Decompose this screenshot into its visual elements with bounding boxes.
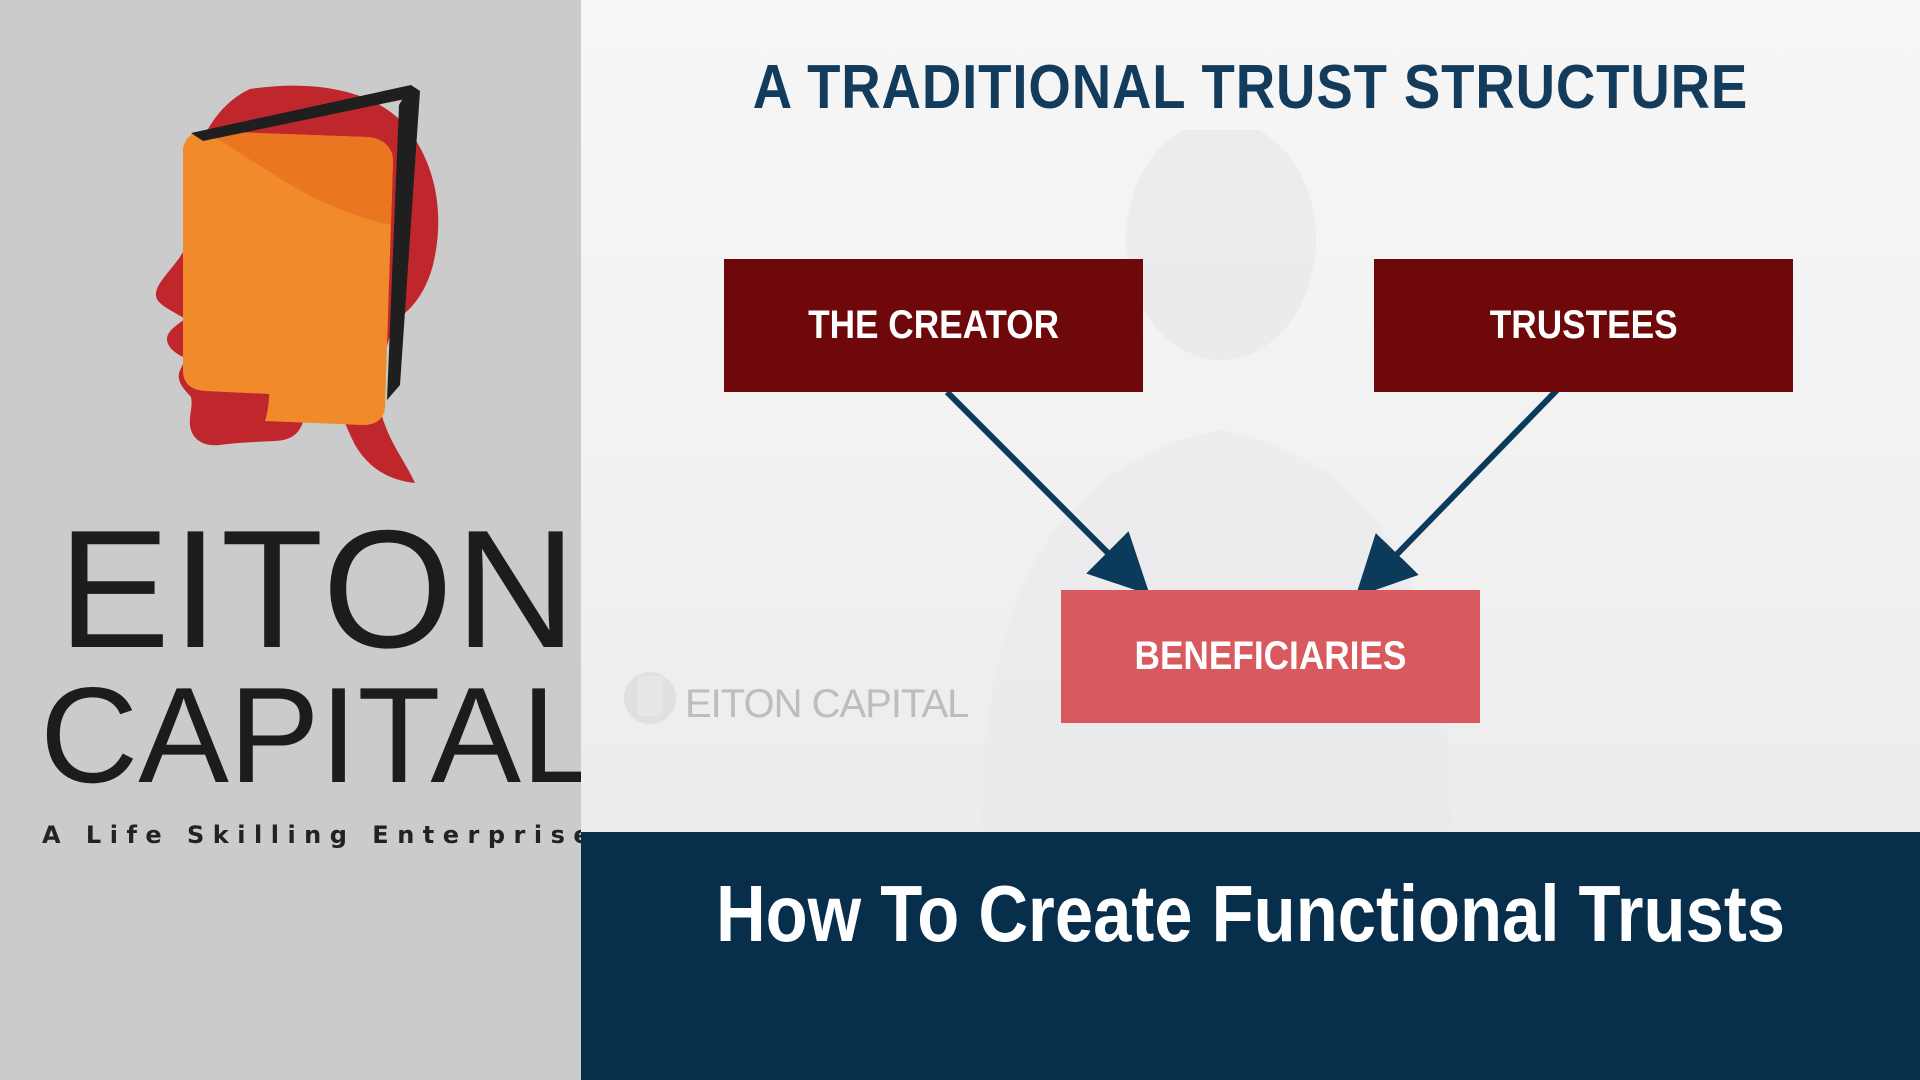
- title-banner: How To Create Functional Trusts: [581, 832, 1920, 1080]
- book-edge-right: [387, 85, 420, 400]
- diagram-title: A TRADITIONAL TRUST STRUCTURE: [752, 53, 1749, 122]
- node-beneficiaries-label: BENEFICIARIES: [1134, 634, 1407, 678]
- brand-name-line1: EITON: [58, 495, 579, 683]
- banner-title: How To Create Functional Trusts: [715, 869, 1786, 958]
- brand-tagline: A Life Skilling Enterprise: [42, 821, 599, 849]
- background-presenter-silhouette: [981, 130, 1451, 830]
- node-trustees: TRUSTEES: [1374, 259, 1793, 392]
- eiton-capital-logo: [155, 85, 439, 483]
- watermark-text: EITON CAPITAL: [685, 682, 969, 726]
- node-trustees-label: TRUSTEES: [1489, 303, 1678, 347]
- brand-name-line2: CAPITAL: [40, 659, 597, 811]
- node-the-creator: THE CREATOR: [724, 259, 1143, 392]
- slide-content: EITON CAPITAL A TRADITIONAL TRUST STRUCT…: [581, 0, 1920, 832]
- orange-panel-shade: [205, 131, 393, 225]
- node-the-creator-label: THE CREATOR: [808, 303, 1059, 347]
- brand-panel: EITON CAPITAL A Life Skilling Enterprise: [0, 0, 597, 1080]
- book-edge-top: [191, 85, 415, 141]
- node-beneficiaries: BENEFICIARIES: [1061, 590, 1480, 723]
- watermark-logo-icon: [624, 672, 676, 724]
